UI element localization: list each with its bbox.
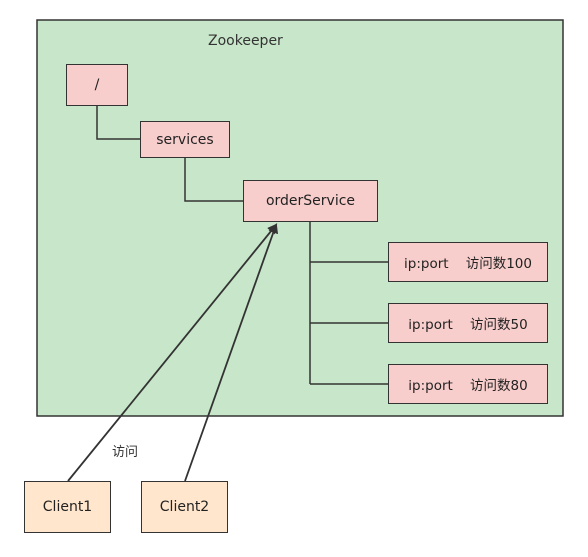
node-root[interactable]: /: [66, 64, 128, 106]
node-instance-3[interactable]: ip:port 访问数80: [388, 364, 548, 404]
node-services[interactable]: services: [140, 121, 230, 158]
connector-root-services: [96, 106, 140, 140]
client-2[interactable]: Client2: [141, 481, 228, 533]
access-edge-label: 访问: [112, 445, 139, 460]
node-order-service[interactable]: orderService: [243, 180, 378, 222]
node-instance-2[interactable]: ip:port 访问数50: [388, 303, 548, 343]
arrow-client2-orderservice: [184, 223, 279, 482]
connector-services-orderservice: [184, 158, 243, 202]
arrow-client1-orderservice: [67, 223, 278, 482]
client-1[interactable]: Client1: [24, 481, 111, 533]
node-instance-1[interactable]: ip:port 访问数100: [388, 242, 548, 282]
container-title: Zookeeper: [208, 33, 283, 49]
